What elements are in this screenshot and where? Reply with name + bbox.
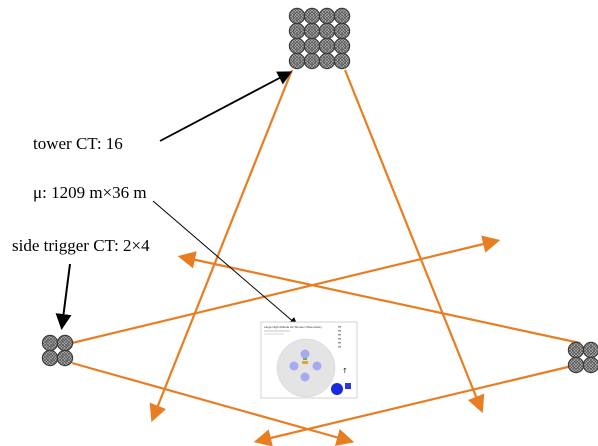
telescope-mirror xyxy=(46,354,54,362)
telescope-mirror xyxy=(338,12,346,20)
telescope-icon xyxy=(333,7,351,25)
big-pond-square xyxy=(345,383,351,389)
tower-ct-label: tower CT: 16 xyxy=(33,134,123,153)
telescope-icon xyxy=(56,334,74,352)
telescope-icon xyxy=(333,37,351,55)
telescope-mirror xyxy=(572,346,580,354)
telescope-icon xyxy=(567,341,585,359)
tower-beam-left xyxy=(149,69,294,423)
tower-telescope-cluster xyxy=(288,7,351,70)
array-map-thumbnail: Large High Altitude Air Shower Observato… xyxy=(260,321,358,399)
left-beam-upper xyxy=(71,235,501,345)
telescope-icon xyxy=(318,22,336,40)
north-arrow-icon: ↑ xyxy=(342,367,348,375)
map-legend xyxy=(338,326,341,348)
telescope-mirror xyxy=(308,27,316,35)
telescope-mirror xyxy=(338,42,346,50)
telescope-mirror xyxy=(323,57,331,65)
array-disk xyxy=(276,338,336,398)
right-beam-upper xyxy=(177,251,581,345)
telescope-mirror xyxy=(293,57,301,65)
left-beam-lower xyxy=(71,361,355,446)
telescope-icon xyxy=(288,22,306,40)
center-marker xyxy=(302,361,308,364)
telescope-icon xyxy=(288,52,306,70)
left-side-trigger-cluster xyxy=(41,334,74,367)
telescope-mirror xyxy=(323,27,331,35)
center-marker xyxy=(303,358,307,360)
tower-beam-right xyxy=(343,69,485,414)
telescope-icon xyxy=(303,37,321,55)
side-trigger-pointer-arrow xyxy=(55,263,72,330)
telescope-icon xyxy=(318,7,336,25)
tower-pointer-arrow xyxy=(159,71,293,142)
telescope-icon xyxy=(303,7,321,25)
telescope-mirror xyxy=(338,27,346,35)
muon-pond xyxy=(289,361,299,371)
telescope-icon xyxy=(303,22,321,40)
telescope-mirror xyxy=(323,12,331,20)
telescope-mirror xyxy=(293,42,301,50)
telescope-mirror xyxy=(587,361,595,369)
telescope-icon xyxy=(41,334,59,352)
muon-pond xyxy=(300,372,310,382)
telescope-mirror xyxy=(308,57,316,65)
telescope-icon xyxy=(333,22,351,40)
telescope-icon xyxy=(288,7,306,25)
telescope-mirror xyxy=(61,339,69,347)
telescope-mirror xyxy=(587,346,595,354)
right-beam-lower xyxy=(253,364,573,446)
muon-pointer-arrow xyxy=(152,200,298,326)
telescope-icon xyxy=(582,341,598,359)
telescope-mirror xyxy=(308,12,316,20)
telescope-icon xyxy=(288,37,306,55)
telescope-icon xyxy=(582,356,598,374)
telescope-mirror xyxy=(323,42,331,50)
side-trigger-label: side trigger CT: 2×4 xyxy=(12,236,150,255)
telescope-icon xyxy=(318,52,336,70)
telescope-mirror xyxy=(308,42,316,50)
telescope-icon xyxy=(303,52,321,70)
right-side-trigger-cluster xyxy=(567,341,598,374)
telescope-icon xyxy=(567,356,585,374)
telescope-icon xyxy=(333,52,351,70)
big-pond xyxy=(331,383,343,395)
muon-detector-label: μ: 1209 m×36 m xyxy=(33,183,147,202)
telescope-mirror xyxy=(46,339,54,347)
telescope-mirror xyxy=(572,361,580,369)
telescope-mirror xyxy=(61,354,69,362)
fov-beams xyxy=(71,69,581,446)
telescope-mirror xyxy=(293,12,301,20)
telescope-mirror xyxy=(338,57,346,65)
telescope-icon xyxy=(318,37,336,55)
map-title: Large High Altitude Air Shower Observato… xyxy=(264,325,322,329)
muon-pond xyxy=(300,349,310,359)
telescope-mirror xyxy=(293,27,301,35)
telescope-icon xyxy=(56,349,74,367)
muon-pond xyxy=(312,361,322,371)
telescope-icon xyxy=(41,349,59,367)
